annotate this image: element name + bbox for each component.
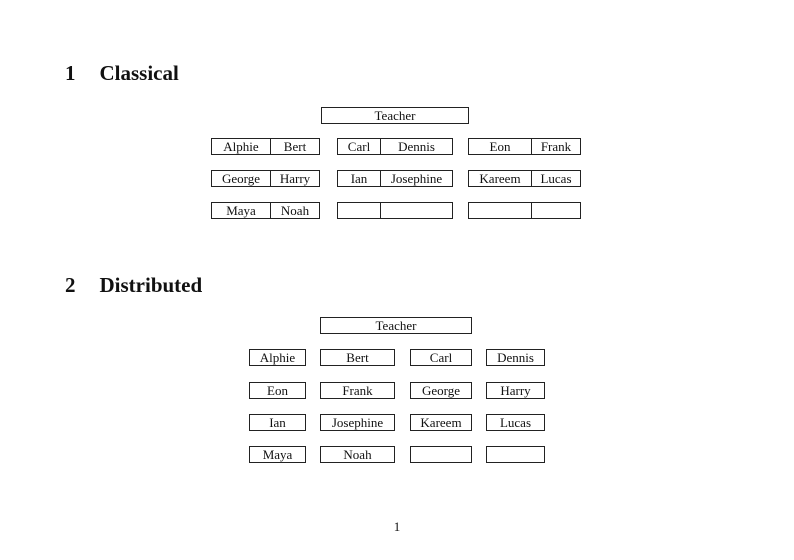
empty-seat <box>487 447 544 462</box>
student-name: Noah <box>270 203 319 218</box>
student-name: Frank <box>342 383 373 398</box>
desk-box: Carl Dennis <box>337 138 453 155</box>
section-number: 2 <box>65 273 76 297</box>
student-name: Bert <box>346 350 369 365</box>
desk-box-empty <box>337 202 453 219</box>
teacher-box: Teacher <box>321 107 469 124</box>
student-name: Kareem <box>479 171 521 186</box>
section-heading-distributed: 2 Distributed <box>65 272 202 298</box>
student-name: Lucas <box>531 171 580 186</box>
empty-seat <box>338 203 380 218</box>
section-heading-classical: 1 Classical <box>65 60 179 86</box>
desk-box: Eon Frank <box>468 138 581 155</box>
student-name: Eon <box>267 383 288 398</box>
student-name: Lucas <box>499 415 532 430</box>
desk-box: Maya Noah <box>211 202 320 219</box>
desk-box: Alphie Bert <box>211 138 320 155</box>
student-name: Carl <box>347 139 371 154</box>
student-name: Noah <box>343 447 372 462</box>
empty-seat <box>469 203 531 218</box>
desk-box: Dennis <box>486 349 545 366</box>
student-name: George <box>221 171 261 186</box>
desk-box: Kareem <box>410 414 472 431</box>
empty-seat <box>531 203 580 218</box>
student-name: Dennis <box>497 350 534 365</box>
desk-box: Ian Josephine <box>337 170 453 187</box>
student-name: Maya <box>226 203 256 218</box>
section-number: 1 <box>65 61 76 85</box>
desk-box: Lucas <box>486 414 545 431</box>
empty-seat <box>380 203 452 218</box>
student-name: Maya <box>262 447 293 462</box>
teacher-label: Teacher <box>375 318 417 333</box>
desk-box-empty <box>410 446 472 463</box>
student-name: Harry <box>270 171 319 186</box>
student-name: Kareem <box>420 415 462 430</box>
desk-box: Harry <box>486 382 545 399</box>
desk-box: Noah <box>320 446 395 463</box>
page-number: 1 <box>393 519 401 534</box>
desk-box: Maya <box>249 446 306 463</box>
student-name: Bert <box>270 139 319 154</box>
student-name: Harry <box>500 383 531 398</box>
desk-box: Kareem Lucas <box>468 170 581 187</box>
desk-box: Frank <box>320 382 395 399</box>
student-name: Frank <box>531 139 580 154</box>
student-name: Alphie <box>223 139 259 154</box>
desk-box: George <box>410 382 472 399</box>
desk-box-empty <box>486 446 545 463</box>
desk-box: Bert <box>320 349 395 366</box>
student-name: Dennis <box>380 139 452 154</box>
desk-box: Carl <box>410 349 472 366</box>
desk-box: George Harry <box>211 170 320 187</box>
student-name: George <box>421 383 461 398</box>
section-title: Distributed <box>99 273 203 297</box>
student-name: Ian <box>350 171 368 186</box>
student-name: Alphie <box>259 350 296 365</box>
student-name: Ian <box>269 415 286 430</box>
desk-box: Alphie <box>249 349 306 366</box>
student-name: Josephine <box>380 171 452 186</box>
desk-box: Eon <box>249 382 306 399</box>
student-name: Eon <box>489 139 511 154</box>
teacher-box: Teacher <box>320 317 472 334</box>
empty-seat <box>411 447 471 462</box>
student-name: Josephine <box>331 415 384 430</box>
student-name: Carl <box>429 350 453 365</box>
desk-box-empty <box>468 202 581 219</box>
desk-box: Ian <box>249 414 306 431</box>
desk-box: Josephine <box>320 414 395 431</box>
teacher-label: Teacher <box>374 108 416 123</box>
section-title: Classical <box>99 61 179 85</box>
